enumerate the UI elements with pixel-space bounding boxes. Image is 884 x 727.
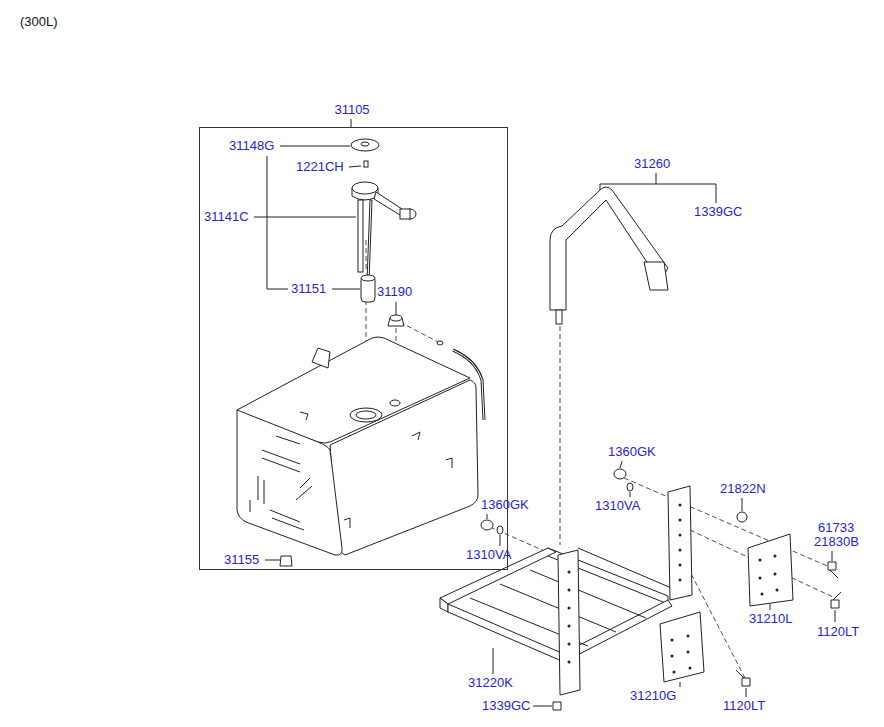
tank-strap: [550, 187, 668, 324]
callout-number: 61733: [818, 520, 854, 536]
callout-number: 1221CH: [296, 159, 344, 175]
callout-number: 31141C: [204, 209, 249, 225]
tank-body: [237, 337, 484, 566]
callout-number: 1120LT: [723, 698, 765, 714]
assembly-group-box: 31105: [199, 127, 508, 570]
callout-number: 1310VA: [595, 498, 640, 514]
sender-unit: [351, 139, 416, 326]
callout-number: 31260: [634, 156, 670, 172]
callout-number: 1339GC: [482, 698, 530, 714]
callout-number: 1360GK: [481, 497, 529, 513]
callout-number: 1120LT: [817, 624, 859, 640]
callout-number: 31148G: [229, 138, 274, 154]
brackets-and-fasteners: [481, 469, 841, 710]
callout-number: 1339GC: [694, 204, 742, 220]
callout-number: 31210G: [630, 688, 676, 704]
callout-number: 31220K: [468, 675, 513, 691]
callout-number: 31190: [377, 284, 412, 300]
tank-bracket: [440, 486, 692, 695]
callout-number: 1310VA: [466, 547, 511, 563]
callout-number: 21822N: [720, 481, 766, 497]
callout-number: 1360GK: [608, 444, 656, 460]
callout-number: 31210L: [749, 611, 792, 627]
capacity-note: (300L): [20, 14, 58, 30]
callout-number: 31105: [334, 102, 369, 118]
callout-number: 31151: [291, 281, 326, 297]
callout-number: 31155: [224, 552, 259, 568]
callout-number: 21830B: [814, 534, 859, 550]
